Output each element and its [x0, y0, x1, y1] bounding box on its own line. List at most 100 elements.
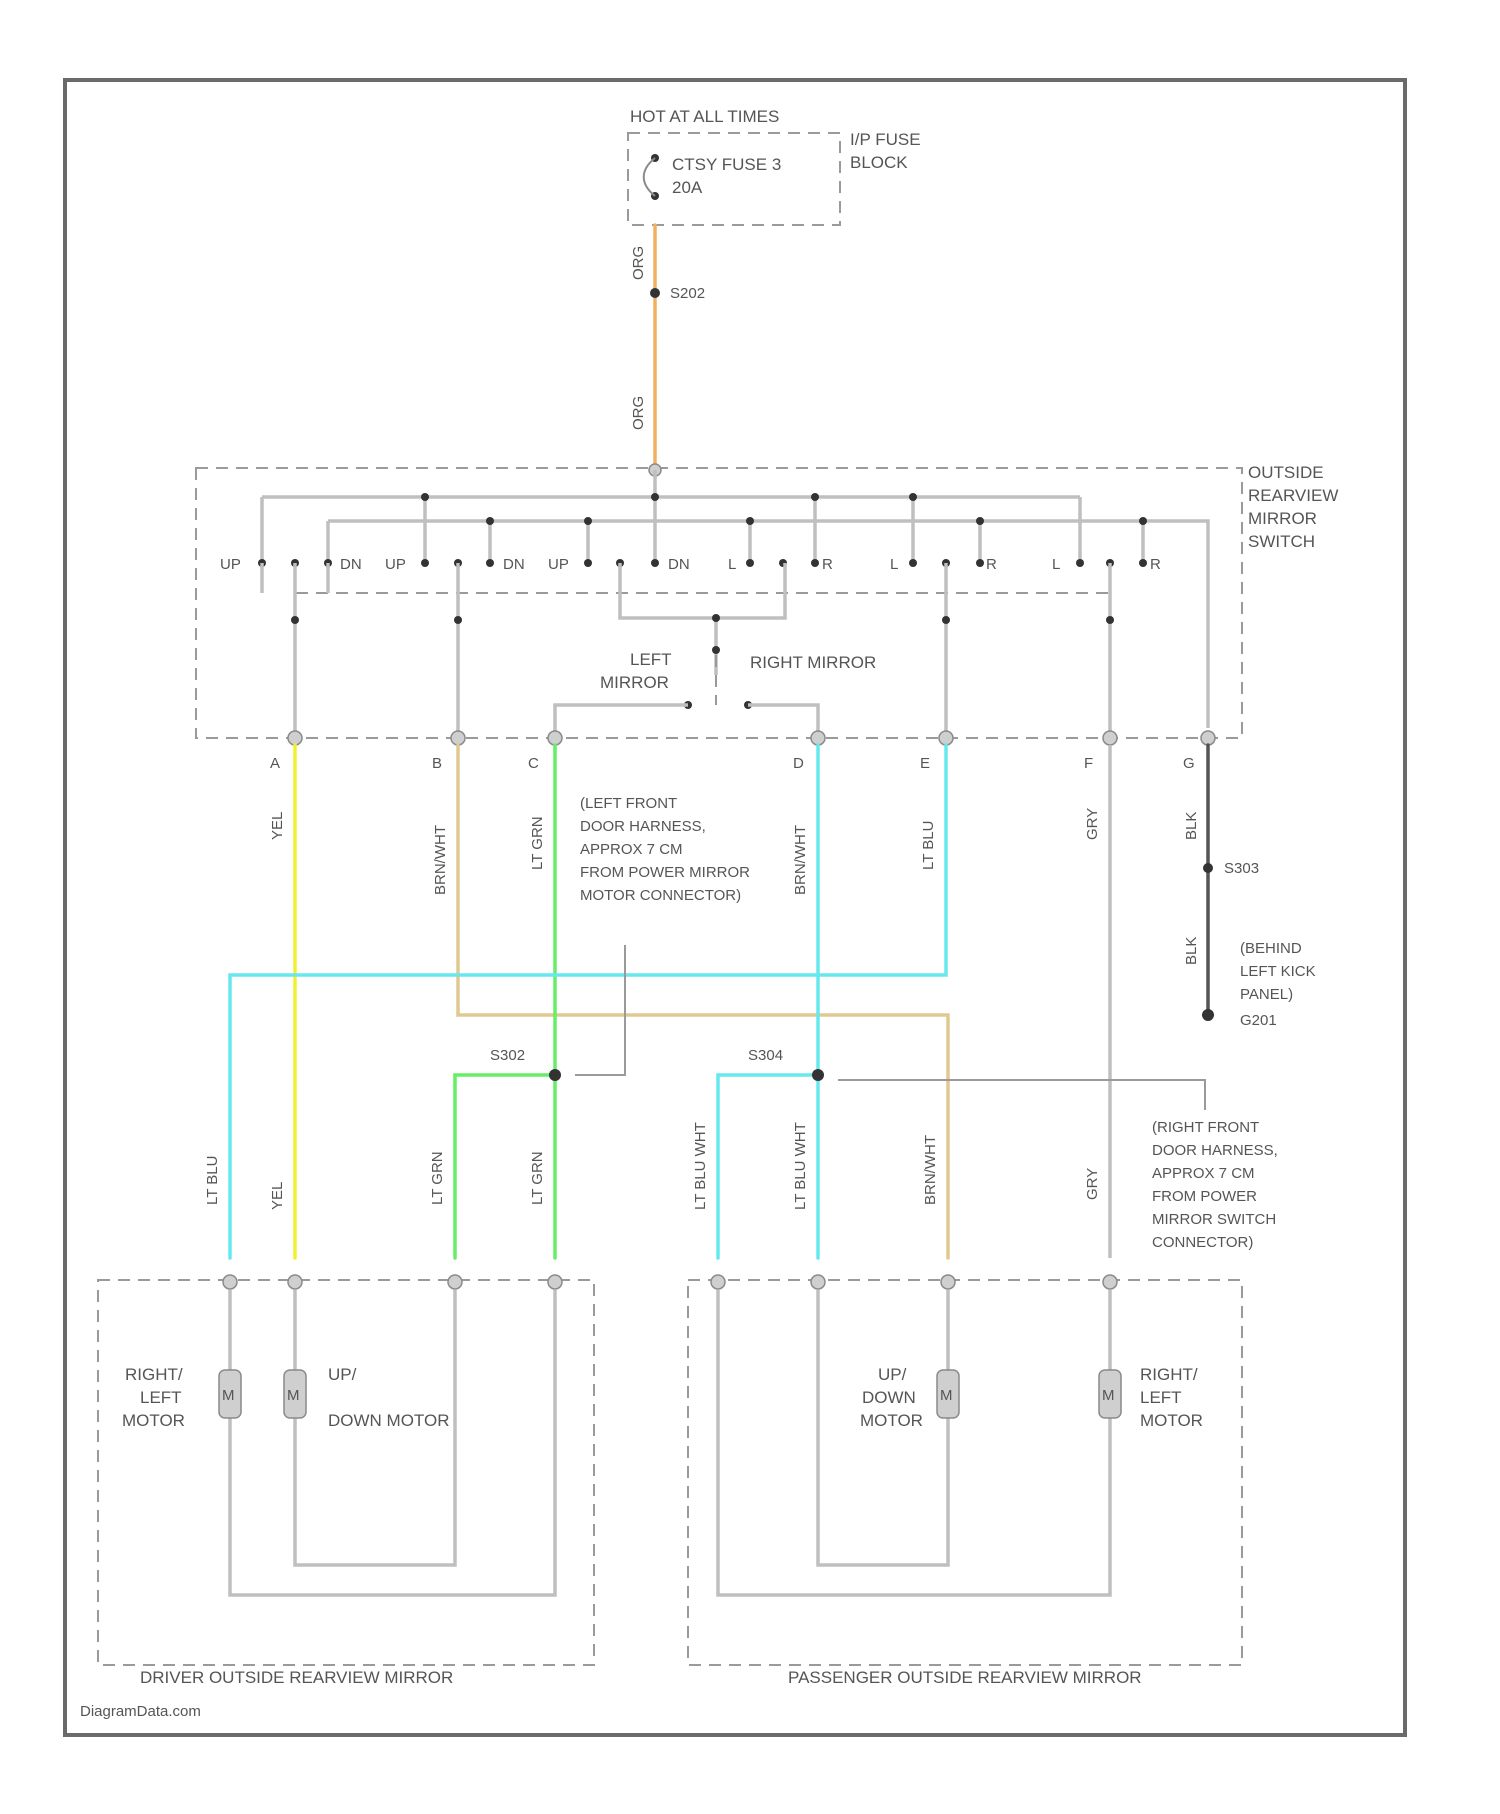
driver-lr-motor-label-1: RIGHT/	[125, 1365, 183, 1384]
driver-lr-motor-label-2: LEFT	[140, 1388, 182, 1407]
passenger-mirror-internal-wiring	[718, 1290, 1110, 1595]
left-harness-note-4: FROM POWER MIRROR	[580, 864, 750, 881]
left-harness-note-1: (LEFT FRONT	[580, 795, 677, 812]
pin-e-label: E	[920, 755, 930, 772]
lt-blu-wire-label-1: LT BLU	[920, 821, 937, 870]
driver-ud-motor-symbol: M	[287, 1387, 300, 1404]
switch-name-1: OUTSIDE	[1248, 463, 1324, 482]
pin-b-label: B	[432, 755, 442, 772]
pin-g-label: G	[1183, 755, 1195, 772]
ground-note-2: LEFT KICK	[1240, 963, 1316, 980]
gry-wire-label-2: GRY	[1084, 1168, 1101, 1200]
passenger-mirror-title: PASSENGER OUTSIDE REARVIEW MIRROR	[788, 1668, 1142, 1687]
passenger-mirror-pins	[711, 1275, 1117, 1289]
switch-output-drops	[295, 563, 1110, 735]
left-harness-note-2: DOOR HARNESS,	[580, 818, 706, 835]
pin-a-label: A	[270, 755, 280, 772]
blk-wire-label-2: BLK	[1183, 937, 1200, 965]
contact-r-2: R	[986, 556, 997, 573]
watermark: DiagramData.com	[80, 1703, 201, 1720]
splice-s303-label: S303	[1224, 860, 1259, 877]
right-harness-note-6: CONNECTOR)	[1152, 1234, 1253, 1251]
lt-grn-wire-label-3: LT GRN	[529, 1151, 546, 1205]
fuse-label-1: CTSY FUSE 3	[672, 155, 781, 174]
lt-blu-wht-label-1: LT BLU WHT	[692, 1122, 709, 1210]
contact-l-2: L	[890, 556, 898, 573]
left-harness-note-3: APPROX 7 CM	[580, 841, 683, 858]
switch-bus-taps	[421, 493, 1147, 563]
switch-bus-upper-drops	[262, 497, 1080, 563]
passenger-ud-motor-label-2: DOWN	[862, 1388, 916, 1407]
brn-wht-wire-label-1: BRN/WHT	[432, 825, 449, 895]
switch-bus-lower	[328, 521, 1208, 728]
driver-ud-motor-label-1: UP/	[328, 1365, 357, 1384]
passenger-ud-motor-label-1: UP/	[878, 1365, 907, 1384]
fuse-header: HOT AT ALL TIMES	[630, 107, 779, 126]
right-harness-note-5: MIRROR SWITCH	[1152, 1211, 1276, 1228]
passenger-lr-motor-label-1: RIGHT/	[1140, 1365, 1198, 1384]
lt-grn-wire-label-2: LT GRN	[429, 1151, 446, 1205]
gry-wire-label-1: GRY	[1084, 808, 1101, 840]
splice-s302-label: S302	[490, 1047, 525, 1064]
lt-blu-wht-label-2: LT BLU WHT	[792, 1122, 809, 1210]
org-wire-label-2: ORG	[630, 396, 647, 430]
right-mirror-label: RIGHT MIRROR	[750, 653, 876, 672]
ground-note-3: PANEL)	[1240, 986, 1293, 1003]
passenger-lr-motor-label-3: MOTOR	[1140, 1411, 1203, 1430]
brn-wht-wire-label-2: BRN/WHT	[922, 1135, 939, 1205]
blk-wire-label-1: BLK	[1183, 812, 1200, 840]
left-harness-leader	[575, 945, 625, 1075]
contact-up-2: UP	[385, 556, 406, 573]
fuse-symbol	[644, 158, 655, 196]
pin-d-label: D	[793, 755, 804, 772]
mirror-switch-box	[196, 468, 1242, 738]
brn-wht-pin-d-label: BRN/WHT	[792, 825, 809, 895]
selector-common-dot	[712, 614, 720, 622]
fuse-label-2: 20A	[672, 178, 703, 197]
splice-s304-label: S304	[748, 1047, 783, 1064]
switch-name-3: MIRROR	[1248, 509, 1317, 528]
passenger-mirror-box	[688, 1280, 1242, 1665]
yel-wire-label-1: YEL	[269, 812, 286, 840]
switch-name-2: REARVIEW	[1248, 486, 1338, 505]
contact-up-3: UP	[548, 556, 569, 573]
driver-mirror-box	[98, 1280, 594, 1665]
ground-note-1: (BEHIND	[1240, 940, 1302, 957]
contact-dn-2: DN	[503, 556, 525, 573]
driver-mirror-title: DRIVER OUTSIDE REARVIEW MIRROR	[140, 1668, 453, 1687]
left-mirror-label-2: MIRROR	[600, 673, 669, 692]
selector-pivot-dot	[712, 646, 720, 654]
splice-s304-dot	[812, 1069, 824, 1081]
right-harness-note-2: DOOR HARNESS,	[1152, 1142, 1278, 1159]
ground-g201-dot	[1202, 1009, 1214, 1021]
lt-grn-wire-label-1: LT GRN	[529, 816, 546, 870]
right-harness-note-4: FROM POWER	[1152, 1188, 1257, 1205]
driver-lr-motor-label-3: MOTOR	[122, 1411, 185, 1430]
driver-lr-motor-symbol: M	[222, 1387, 235, 1404]
pin-c-label: C	[528, 755, 539, 772]
contact-l-3: L	[1052, 556, 1060, 573]
passenger-ud-motor-symbol: M	[940, 1387, 953, 1404]
driver-mirror-pins	[223, 1275, 562, 1289]
driver-mirror-internal-wiring	[230, 1290, 555, 1595]
selector-output-wires	[555, 705, 818, 735]
yel-wire-label-2: YEL	[269, 1182, 286, 1210]
right-harness-note-1: (RIGHT FRONT	[1152, 1119, 1259, 1136]
diagram-frame	[65, 80, 1405, 1735]
switch-contacts: UP DN UP DN UP DN L R L R L R	[220, 556, 1161, 573]
contact-r-1: R	[822, 556, 833, 573]
driver-ud-motor-label-2: DOWN MOTOR	[328, 1411, 450, 1430]
passenger-lr-motor-label-2: LEFT	[1140, 1388, 1182, 1407]
splice-s303-dot	[1203, 863, 1213, 873]
left-mirror-label-1: LEFT	[630, 650, 672, 669]
contact-up-1: UP	[220, 556, 241, 573]
fuse-block-label-1: I/P FUSE	[850, 130, 921, 149]
right-harness-leader	[838, 1080, 1205, 1110]
left-harness-note-5: MOTOR CONNECTOR)	[580, 887, 741, 904]
lt-blu-wire-label-2: LT BLU	[204, 1156, 221, 1205]
contact-dn-3: DN	[668, 556, 690, 573]
contact-l-1: L	[728, 556, 736, 573]
splice-s302-dot	[549, 1069, 561, 1081]
passenger-ud-motor-label-3: MOTOR	[860, 1411, 923, 1430]
fuse-block-box	[628, 133, 840, 225]
